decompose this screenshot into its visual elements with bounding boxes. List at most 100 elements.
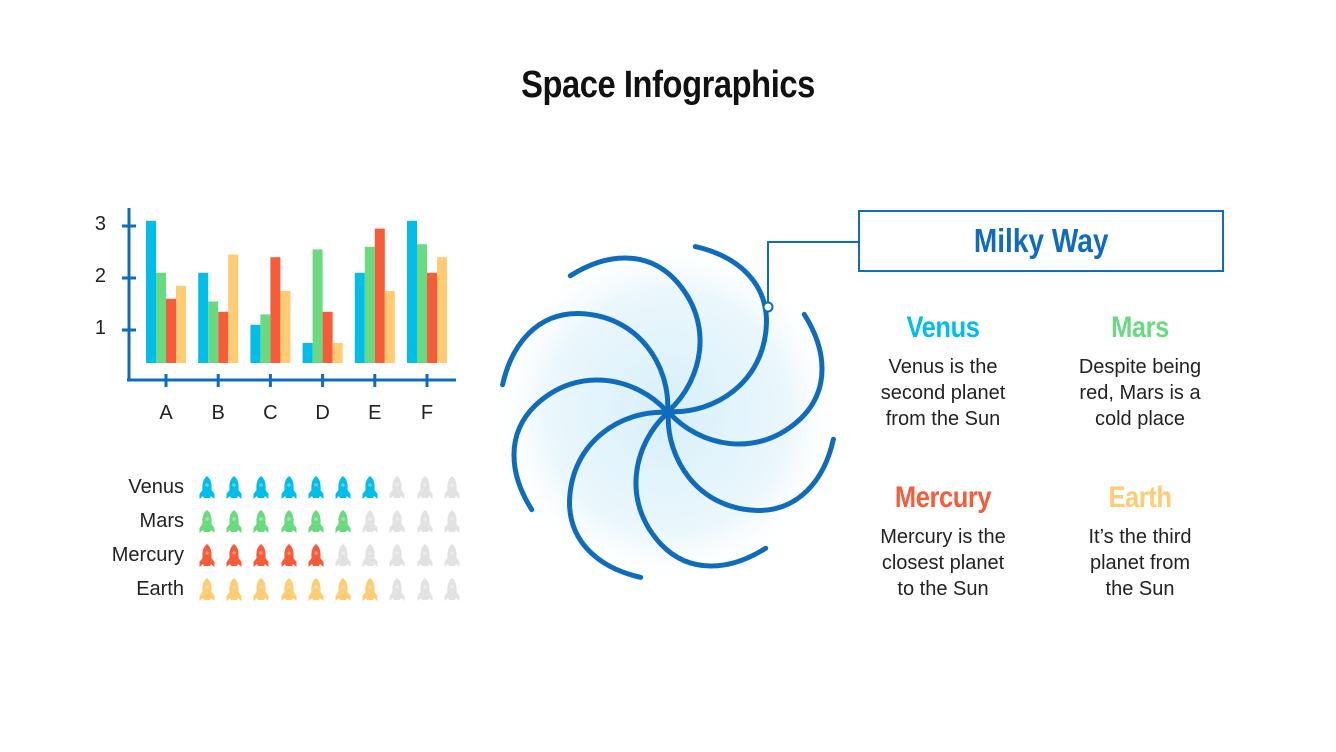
rocket-icon — [417, 544, 433, 568]
rocket-icon — [389, 476, 405, 500]
rocket-icon — [308, 510, 324, 534]
rocket-icon — [444, 544, 460, 568]
pictogram-label-mercury: Mercury — [111, 544, 184, 566]
spiral-arm — [511, 377, 669, 513]
bar-D-mercury — [322, 311, 333, 363]
bar-D-earth — [332, 343, 343, 363]
bar-A-venus — [146, 220, 156, 363]
spiral-arm — [633, 411, 769, 569]
bar-C-earth — [280, 291, 291, 363]
rocket-icon — [253, 476, 269, 500]
rocket-icon — [335, 510, 351, 534]
bar-A-mars — [156, 272, 166, 363]
rocket-icon — [226, 510, 242, 534]
pictogram-label-mars: Mars — [139, 510, 184, 532]
rocket-icon — [308, 476, 324, 500]
rocket-icon — [389, 544, 405, 568]
x-tick-label: F — [420, 402, 434, 424]
rocket-icon — [281, 578, 297, 602]
bar-E-venus — [354, 272, 365, 363]
rocket-icon — [199, 476, 215, 500]
milky-way-title: Milky Way — [973, 222, 1109, 259]
spiral-arm — [667, 311, 825, 447]
x-tick-label: A — [159, 402, 173, 424]
bar-B-venus — [198, 272, 209, 363]
bar-D-mars — [312, 249, 323, 363]
connector-dot — [762, 301, 774, 313]
rocket-icon — [362, 544, 378, 568]
bar-E-earth — [384, 291, 395, 363]
rocket-icon — [417, 476, 433, 500]
bar-chart-canvas — [122, 208, 456, 387]
planet-title: Mercury — [894, 481, 992, 514]
planet-title: Venus — [906, 311, 980, 344]
bar-B-mercury — [218, 311, 229, 363]
rocket-icon — [444, 476, 460, 500]
bar-E-mercury — [374, 228, 385, 363]
spiral-arm — [567, 255, 703, 413]
bar-F-mars — [417, 244, 427, 363]
rocket-icon — [253, 544, 269, 568]
page-title: Space Infographics — [521, 64, 815, 106]
bar-E-mars — [364, 246, 375, 363]
pictogram-label-earth: Earth — [136, 578, 184, 600]
rocket-icon — [389, 578, 405, 602]
rocket-icon — [417, 510, 433, 534]
bar-F-earth — [437, 257, 447, 363]
bar-B-earth — [228, 254, 239, 363]
rocket-icon — [226, 476, 242, 500]
milky-way-label-box: Milky Way — [858, 210, 1224, 272]
rocket-icon — [417, 578, 433, 602]
y-tick-label: 3 — [94, 213, 106, 235]
bar-C-mars — [260, 314, 271, 363]
bar-F-venus — [407, 220, 417, 363]
spiral-arm — [500, 311, 671, 413]
rocket-icon — [253, 578, 269, 602]
x-tick-label: E — [368, 402, 382, 424]
bar-F-mercury — [427, 272, 437, 363]
rocket-icon — [335, 578, 351, 602]
bar-C-mercury — [270, 257, 281, 363]
rocket-icon — [362, 476, 378, 500]
rocket-icon — [281, 476, 297, 500]
planet-title: Mars — [1111, 311, 1169, 344]
bar-B-mars — [208, 301, 219, 363]
rocket-icon — [253, 510, 269, 534]
bar-A-mercury — [166, 298, 176, 363]
pictogram-label-venus: Venus — [128, 476, 184, 498]
rocket-icon — [199, 510, 215, 534]
spiral-arm — [665, 411, 836, 513]
planet-title: Earth — [1108, 481, 1172, 514]
bar-C-venus — [250, 324, 261, 363]
bar-A-earth — [176, 285, 186, 363]
bar-D-venus — [302, 343, 313, 363]
rocket-icon — [199, 578, 215, 602]
rocket-icon — [199, 544, 215, 568]
connector-line — [767, 241, 858, 302]
rocket-icon — [362, 578, 378, 602]
spiral-arm — [667, 244, 769, 415]
rocket-icon — [281, 510, 297, 534]
rocket-icon — [444, 578, 460, 602]
bar-series — [146, 220, 447, 363]
rocket-icon — [362, 510, 378, 534]
y-tick-label: 2 — [94, 265, 106, 287]
y-tick-label: 1 — [94, 317, 106, 339]
rocket-icon — [226, 578, 242, 602]
rocket-icon — [308, 544, 324, 568]
rocket-icon — [308, 578, 324, 602]
x-tick-label: D — [315, 402, 330, 424]
rocket-icon — [389, 510, 405, 534]
rocket-icon — [281, 544, 297, 568]
rocket-icon — [335, 476, 351, 500]
x-tick-label: B — [211, 402, 225, 424]
x-tick-label: C — [263, 402, 278, 424]
